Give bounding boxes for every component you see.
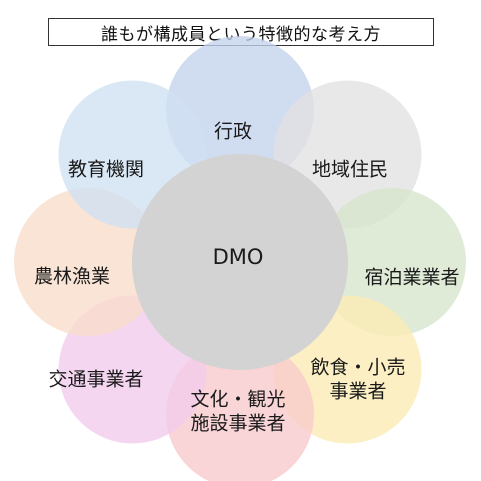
petal-label-kyoiku: 教育機関 xyxy=(68,159,144,181)
petal-label-shukuhaku: 宿泊業業者 xyxy=(364,267,459,289)
center-label-dmo: DMO xyxy=(213,245,264,269)
petal-label-inshoku: 事業者 xyxy=(329,381,386,403)
petal-label-norin-gyogyo: 農林漁業 xyxy=(34,266,110,288)
center-circle-dmo xyxy=(132,154,348,370)
petal-label-chiiki-jumin: 地域住民 xyxy=(312,159,388,181)
petal-label-bunka-kanko: 文化・観光 xyxy=(190,389,285,411)
petal-label-gyosei: 行政 xyxy=(214,121,252,143)
petal-label-kotsu: 交通事業者 xyxy=(48,369,143,391)
petal-label-inshoku: 飲食・小売 xyxy=(310,357,405,379)
petal-label-bunka-kanko: 施設事業者 xyxy=(190,413,285,435)
